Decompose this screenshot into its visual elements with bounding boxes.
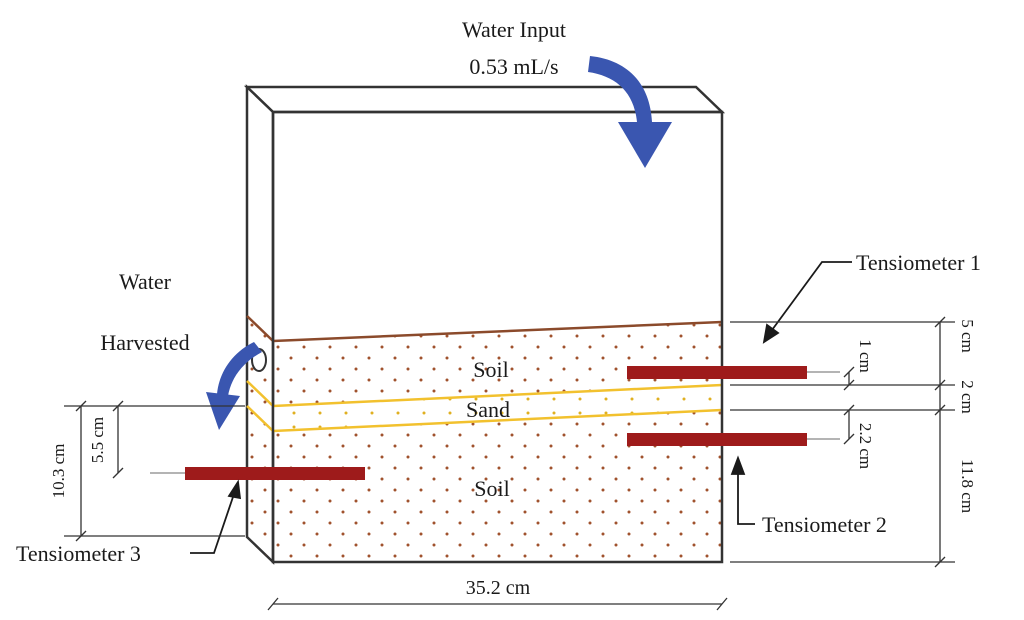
left-total-dimension: 10.3 cm <box>49 444 68 499</box>
tensiometer-2-leader <box>737 472 755 525</box>
soil-surface-line <box>272 320 723 343</box>
sand-bottom-line <box>272 408 723 433</box>
tensiometer-1-depth: 1 cm <box>856 339 875 373</box>
soil-surface-line-left <box>246 315 274 342</box>
tank-front-face <box>271 110 724 564</box>
tensiometer-1-probe <box>627 366 807 379</box>
water-harvested-arrow-icon <box>206 342 262 430</box>
sand-top-line <box>272 383 723 408</box>
water-harvested-line2: Harvested <box>100 330 189 355</box>
tensiometer-3-label: Tensiometer 3 <box>16 541 141 566</box>
right-sand-dimension: 2 cm <box>958 380 977 414</box>
sand-bottom-line-left <box>246 405 274 432</box>
tensiometer-3-leader <box>190 493 235 554</box>
tensiometer-2-label: Tensiometer 2 <box>762 512 887 537</box>
tank-top-face <box>243 85 726 114</box>
sand-layer-dots <box>273 385 722 431</box>
tensiometer-3-probe <box>185 467 365 480</box>
tensiometer-1-arrowhead <box>762 323 780 344</box>
right-top-dimension: 5 cm <box>958 319 977 353</box>
right-bottom-dimension: 11.8 cm <box>958 459 977 513</box>
tensiometer-2-depth: 2.2 cm <box>856 423 875 469</box>
dimension-lines <box>64 316 955 611</box>
tensiometer-leaders <box>190 261 852 554</box>
tensiometer-1-label: Tensiometer 1 <box>856 250 981 275</box>
sand-top-line-left <box>246 380 274 407</box>
sand-label: Sand <box>466 397 510 422</box>
left-face-soil <box>247 316 273 562</box>
width-dimension: 35.2 cm <box>466 577 531 599</box>
water-input-arrow-icon <box>588 56 672 168</box>
tensiometer-1-leader <box>771 261 852 331</box>
water-input-rate: 0.53 mL/s <box>469 54 558 79</box>
tensiometer-2-arrowhead <box>730 455 746 475</box>
water-harvested-line1: Water <box>119 269 172 294</box>
tensiometer-2-probe <box>627 433 807 446</box>
water-input-title: Water Input <box>462 17 566 42</box>
left-partial-dimension: 5.5 cm <box>88 417 107 463</box>
soil-bottom-label: Soil <box>474 476 509 501</box>
front-soil-region <box>273 322 722 562</box>
tensiometer-3-arrowhead <box>227 479 242 500</box>
soil-top-label: Soil <box>473 357 508 382</box>
